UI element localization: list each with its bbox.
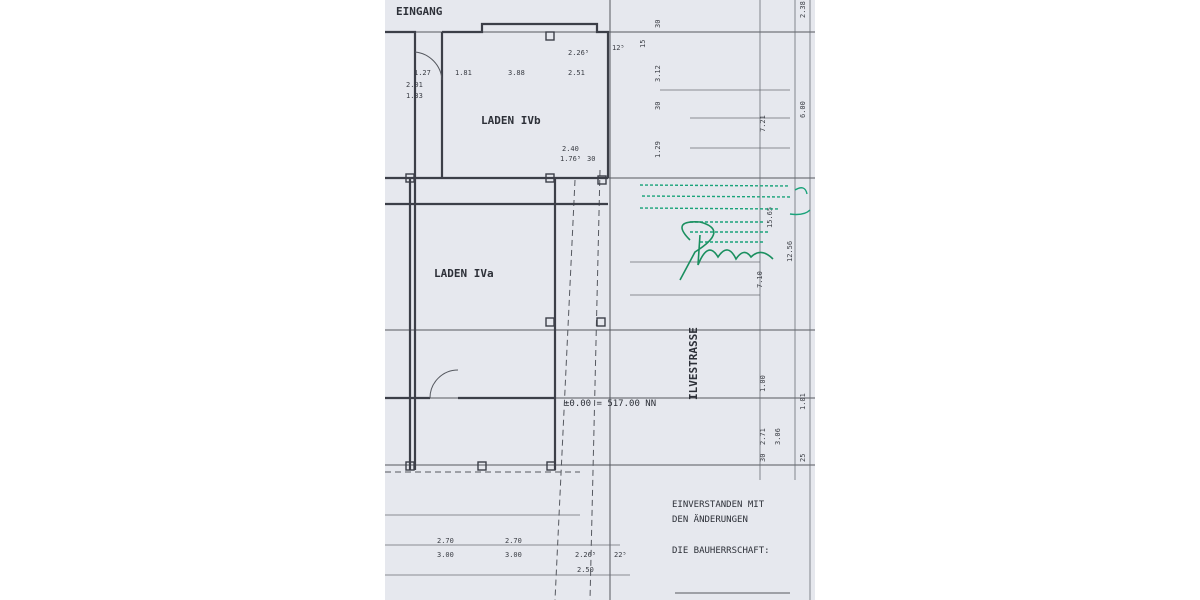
svg-text:30: 30 <box>759 454 767 462</box>
approval-stamp <box>639 184 811 243</box>
svg-text:1.27: 1.27 <box>414 69 431 77</box>
svg-text:2.01: 2.01 <box>406 81 423 89</box>
svg-text:2.70: 2.70 <box>505 537 522 545</box>
dimensions-top: 2.26⁵ 1.27 1.81 3.88 2.51 2.01 1.33 2.40… <box>406 44 625 163</box>
svg-text:15: 15 <box>639 40 647 48</box>
svg-text:3.12: 3.12 <box>654 65 662 82</box>
signature <box>679 221 774 281</box>
svg-text:2.70: 2.70 <box>437 537 454 545</box>
svg-text:2.38: 2.38 <box>799 1 807 18</box>
svg-text:1.81: 1.81 <box>455 69 472 77</box>
approval-line-2: DEN ÄNDERUNGEN <box>672 514 748 525</box>
dimensions-right: 30 15 3.12 30 1.29 7.21 6.00 2.38 15.65 … <box>639 1 807 462</box>
svg-text:2.71: 2.71 <box>759 428 767 445</box>
walls <box>385 22 610 471</box>
svg-text:7.10: 7.10 <box>756 271 764 288</box>
svg-text:12⁵: 12⁵ <box>612 44 625 52</box>
svg-text:30: 30 <box>587 155 595 163</box>
svg-text:30: 30 <box>654 102 662 110</box>
svg-text:3.88: 3.88 <box>508 69 525 77</box>
svg-text:2.26⁵: 2.26⁵ <box>575 551 596 559</box>
room-label-laden-ivb: LADEN IVb <box>481 114 541 127</box>
svg-text:25: 25 <box>799 454 807 462</box>
svg-text:30: 30 <box>654 20 662 28</box>
approval-line-1: EINVERSTANDEN MIT <box>672 500 765 510</box>
svg-text:2.40: 2.40 <box>562 145 579 153</box>
room-label-laden-iva: LADEN IVa <box>434 267 494 280</box>
svg-text:2.50: 2.50 <box>577 566 594 574</box>
svg-text:15.65: 15.65 <box>766 207 774 228</box>
svg-text:1.76⁵: 1.76⁵ <box>560 155 581 163</box>
svg-text:7.21: 7.21 <box>759 115 767 132</box>
svg-text:22⁵: 22⁵ <box>614 551 627 559</box>
svg-text:2.26⁵: 2.26⁵ <box>568 49 589 57</box>
svg-text:12.56: 12.56 <box>786 241 794 262</box>
svg-text:3.00: 3.00 <box>437 551 454 559</box>
street-label: ILVESTRASSE <box>687 327 700 400</box>
svg-text:6.00: 6.00 <box>799 101 807 118</box>
svg-text:2.51: 2.51 <box>568 69 585 77</box>
svg-text:3.06: 3.06 <box>774 428 782 445</box>
svg-text:1.29: 1.29 <box>654 141 662 158</box>
dimensions-bottom: 2.70 3.00 2.70 3.00 2.26⁵ 22⁵ 2.50 <box>437 537 627 574</box>
entrance-label: EINGANG <box>396 5 443 18</box>
svg-text:1.33: 1.33 <box>406 92 423 100</box>
approval-line-3: DIE BAUHERRSCHAFT: <box>672 546 770 556</box>
svg-text:1.01: 1.01 <box>799 393 807 410</box>
svg-text:1.00: 1.00 <box>759 375 767 392</box>
level-note: ±0.00 = 517.00 NN <box>564 399 656 409</box>
paper-background <box>385 0 815 600</box>
svg-text:3.00: 3.00 <box>505 551 522 559</box>
